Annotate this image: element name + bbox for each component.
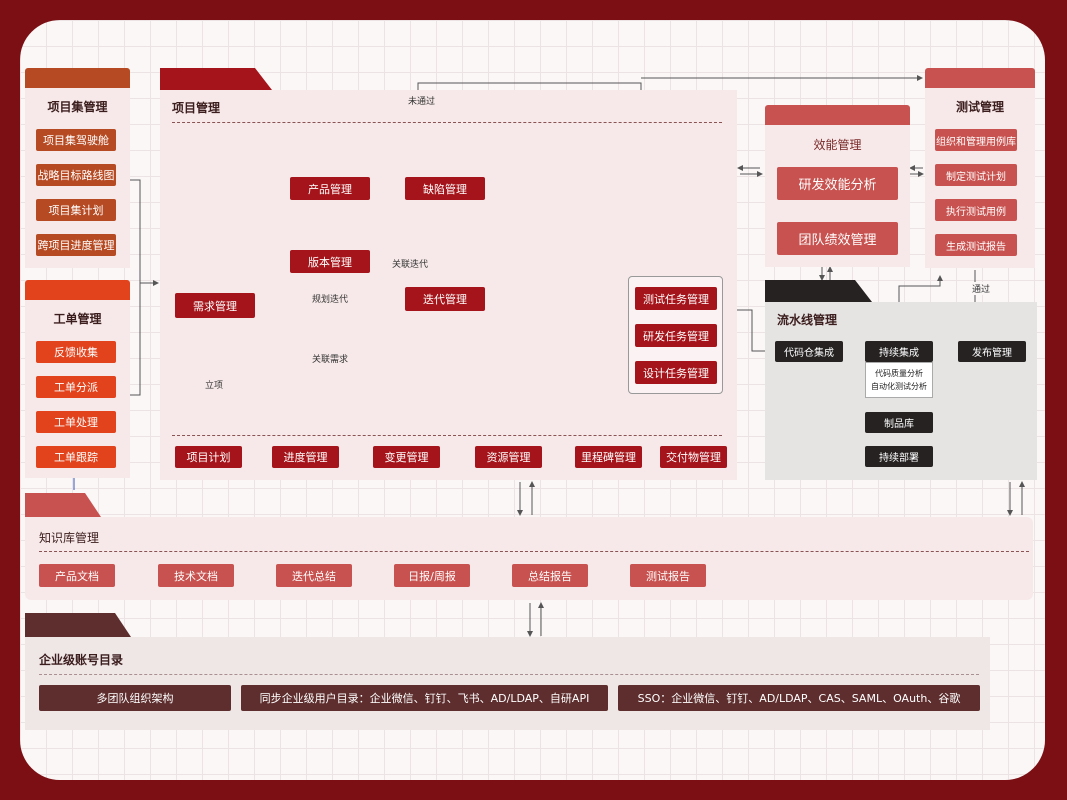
- product-management-node[interactable]: 产品管理: [290, 177, 370, 200]
- iteration-summary-button[interactable]: 迭代总结: [276, 564, 352, 587]
- work-order-tab: [25, 280, 130, 300]
- continuous-deployment-node[interactable]: 持续部署: [865, 446, 933, 467]
- efficiency-title: 效能管理: [813, 138, 862, 152]
- label-not-passed: 未通过: [408, 97, 436, 107]
- test-management-title: 测试管理: [955, 100, 1004, 114]
- work-order-title: 工单管理: [53, 312, 102, 326]
- version-management-node[interactable]: 版本管理: [290, 250, 370, 273]
- label-initiate: 立项: [203, 378, 226, 391]
- continuous-integration-node[interactable]: 持续集成: [865, 341, 933, 362]
- project-title: 项目管理: [172, 101, 221, 115]
- efficiency-panel: 效能管理 研发效能分析 团队绩效管理: [765, 125, 910, 267]
- work-order-item-track[interactable]: 工单跟踪: [36, 446, 116, 468]
- label-plan-iteration: 规划迭代: [310, 292, 351, 305]
- sso-button[interactable]: SSO：企业微信、钉钉、AD/LDAP、CAS、SAML、OAuth、谷歌: [618, 685, 980, 711]
- label-link-requirement: 关联需求: [310, 352, 351, 365]
- knowledge-panel: 知识库管理 产品文档 技术文档 迭代总结 日报/周报 总结报告 测试报告: [25, 517, 1033, 600]
- label-link-iteration: 关联迭代: [390, 257, 431, 270]
- multi-team-org-button[interactable]: 多团队组织架构: [39, 685, 231, 711]
- dev-task-node[interactable]: 研发任务管理: [635, 324, 717, 347]
- project-divider-bottom: [172, 435, 722, 436]
- release-management-node[interactable]: 发布管理: [958, 341, 1026, 362]
- test-management-panel: 测试管理 组织和管理用例库 制定测试计划 执行测试用例 生成测试报告: [925, 88, 1035, 268]
- knowledge-title: 知识库管理: [39, 531, 100, 545]
- knowledge-tab: [25, 493, 101, 517]
- code-quality-analysis-text: 代码质量分析: [875, 369, 923, 378]
- requirement-management-node[interactable]: 需求管理: [175, 293, 255, 318]
- project-set-panel: 项目集管理 项目集驾驶舱 战略目标路线图 项目集计划 跨项目进度管理: [25, 88, 130, 268]
- milestone-management-button[interactable]: 里程碑管理: [575, 446, 642, 468]
- iteration-management-node[interactable]: 迭代管理: [405, 287, 485, 311]
- project-tab: [160, 68, 272, 90]
- test-report-button[interactable]: 生成测试报告: [935, 234, 1017, 256]
- project-set-item-roadmap[interactable]: 战略目标路线图: [36, 164, 116, 186]
- efficiency-tab: [765, 105, 910, 125]
- test-plan-button[interactable]: 制定测试计划: [935, 164, 1017, 186]
- account-divider: [39, 674, 979, 675]
- defect-management-node[interactable]: 缺陷管理: [405, 177, 485, 200]
- daily-weekly-report-button[interactable]: 日报/周报: [394, 564, 470, 587]
- automated-test-analysis-text: 自动化测试分析: [871, 382, 927, 391]
- progress-management-button[interactable]: 进度管理: [272, 446, 339, 468]
- product-docs-button[interactable]: 产品文档: [39, 564, 115, 587]
- project-set-title: 项目集管理: [47, 100, 108, 114]
- pipeline-tab: [765, 280, 872, 302]
- account-title: 企业级账号目录: [39, 653, 124, 667]
- pipeline-title: 流水线管理: [777, 313, 838, 327]
- account-tab: [25, 613, 131, 637]
- diagram-canvas: 项目集管理 项目集驾驶舱 战略目标路线图 项目集计划 跨项目进度管理 工单管理 …: [20, 20, 1045, 780]
- team-performance-button[interactable]: 团队绩效管理: [777, 222, 898, 255]
- project-set-tab: [25, 68, 130, 88]
- sync-user-directory-button[interactable]: 同步企业级用户目录：企业微信、钉钉、飞书、AD/LDAP、自研API: [241, 685, 608, 711]
- ci-analysis-note: 代码质量分析 自动化测试分析: [865, 362, 933, 398]
- project-set-item-cockpit[interactable]: 项目集驾驶舱: [36, 129, 116, 151]
- work-order-panel: 工单管理 反馈收集 工单分派 工单处理 工单跟踪: [25, 300, 130, 478]
- resource-management-button[interactable]: 资源管理: [475, 446, 542, 468]
- project-plan-button[interactable]: 项目计划: [175, 446, 242, 468]
- project-set-item-progress[interactable]: 跨项目进度管理: [36, 234, 116, 256]
- account-panel: 企业级账号目录 多团队组织架构 同步企业级用户目录：企业微信、钉钉、飞书、AD/…: [25, 637, 990, 730]
- work-order-item-handle[interactable]: 工单处理: [36, 411, 116, 433]
- project-divider-top: [172, 122, 722, 123]
- change-management-button[interactable]: 变更管理: [373, 446, 440, 468]
- artifact-repository-node[interactable]: 制品库: [865, 412, 933, 433]
- work-order-item-feedback[interactable]: 反馈收集: [36, 341, 116, 363]
- code-repo-integration-node[interactable]: 代码仓集成: [775, 341, 843, 362]
- test-report-doc-button[interactable]: 测试报告: [630, 564, 706, 587]
- label-pass: 通过: [970, 282, 993, 295]
- test-task-node[interactable]: 测试任务管理: [635, 287, 717, 310]
- rd-efficiency-analysis-button[interactable]: 研发效能分析: [777, 167, 898, 200]
- test-management-tab: [925, 68, 1035, 88]
- test-case-library-button[interactable]: 组织和管理用例库: [935, 129, 1017, 151]
- summary-report-button[interactable]: 总结报告: [512, 564, 588, 587]
- tech-docs-button[interactable]: 技术文档: [158, 564, 234, 587]
- work-order-item-dispatch[interactable]: 工单分派: [36, 376, 116, 398]
- project-set-item-plan[interactable]: 项目集计划: [36, 199, 116, 221]
- design-task-node[interactable]: 设计任务管理: [635, 361, 717, 384]
- execute-test-case-button[interactable]: 执行测试用例: [935, 199, 1017, 221]
- knowledge-divider: [39, 551, 1029, 552]
- deliverable-management-button[interactable]: 交付物管理: [660, 446, 727, 468]
